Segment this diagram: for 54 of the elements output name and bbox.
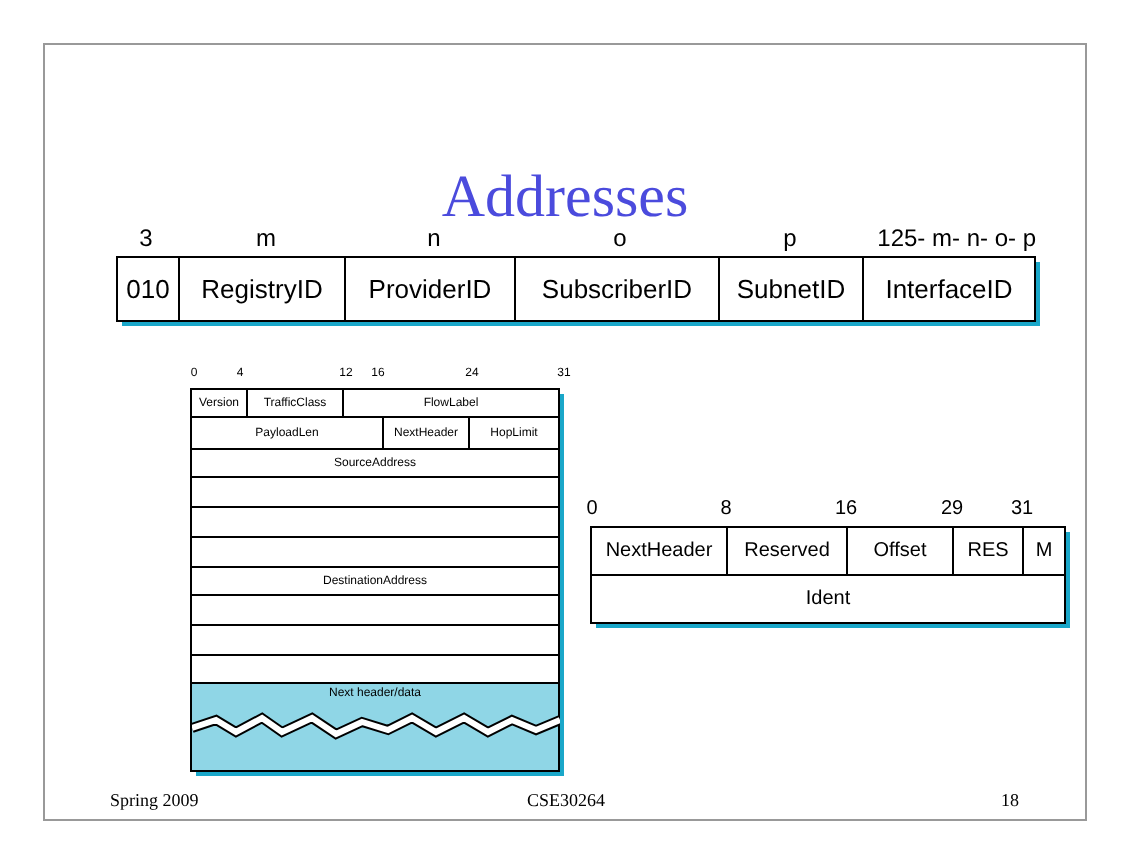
empty-row — [190, 654, 560, 684]
field-cell — [190, 388, 248, 418]
footer-text: 18 — [1001, 792, 1019, 810]
field-name: RegistryID — [201, 274, 323, 304]
field-cell — [178, 256, 346, 322]
field-name: SubnetID — [736, 274, 846, 304]
field-name: Ident — [805, 588, 851, 610]
bit-offset: 16 — [834, 500, 858, 520]
empty-row — [190, 624, 560, 656]
field-name: Offset — [873, 540, 927, 562]
field-cell — [246, 388, 344, 418]
bit-offset: 31 — [1010, 500, 1034, 520]
bit-offset: 29 — [940, 500, 964, 520]
empty-row — [190, 594, 560, 626]
field-cell — [342, 388, 560, 418]
field-name: ProviderID — [368, 274, 492, 304]
bit-width: o — [613, 226, 627, 250]
slide-title: Addresses — [439, 168, 691, 228]
footer-text: Spring 2009 — [110, 792, 199, 810]
bit-offset: 8 — [720, 500, 732, 520]
bit-offset: 0 — [586, 500, 598, 520]
empty-row — [190, 506, 560, 538]
footer-text: CSE30264 — [526, 792, 605, 810]
field-cell — [718, 256, 864, 322]
field-cell — [382, 416, 470, 450]
field-cell — [190, 416, 384, 450]
field-cell — [344, 256, 516, 322]
field-cell — [116, 256, 180, 322]
bit-width: n — [427, 226, 441, 250]
bit-width: p — [783, 226, 797, 250]
empty-row — [190, 476, 560, 508]
field-name: InterfaceID — [885, 274, 1013, 304]
field-cell — [952, 526, 1024, 576]
field-name: RES — [967, 540, 1009, 562]
address-row — [190, 448, 560, 478]
data-area — [190, 682, 560, 772]
bit-width: 125- m- n- o- p — [877, 226, 1036, 250]
empty-row — [190, 536, 560, 568]
field-cell — [1022, 526, 1066, 576]
field-cell — [514, 256, 720, 322]
field-cell — [468, 416, 560, 450]
field-cell — [590, 574, 1066, 624]
field-name: 010 — [126, 274, 170, 304]
field-name: Reserved — [744, 540, 830, 562]
field-name: SubscriberID — [541, 274, 693, 304]
bit-width: 3 — [139, 226, 153, 250]
bit-width: m — [256, 226, 276, 250]
field-name: M — [1035, 540, 1053, 562]
field-cell — [590, 526, 728, 576]
field-name: NextHeader — [605, 540, 713, 562]
field-cell — [726, 526, 848, 576]
address-row — [190, 566, 560, 596]
field-cell — [862, 256, 1036, 322]
field-cell — [846, 526, 954, 576]
